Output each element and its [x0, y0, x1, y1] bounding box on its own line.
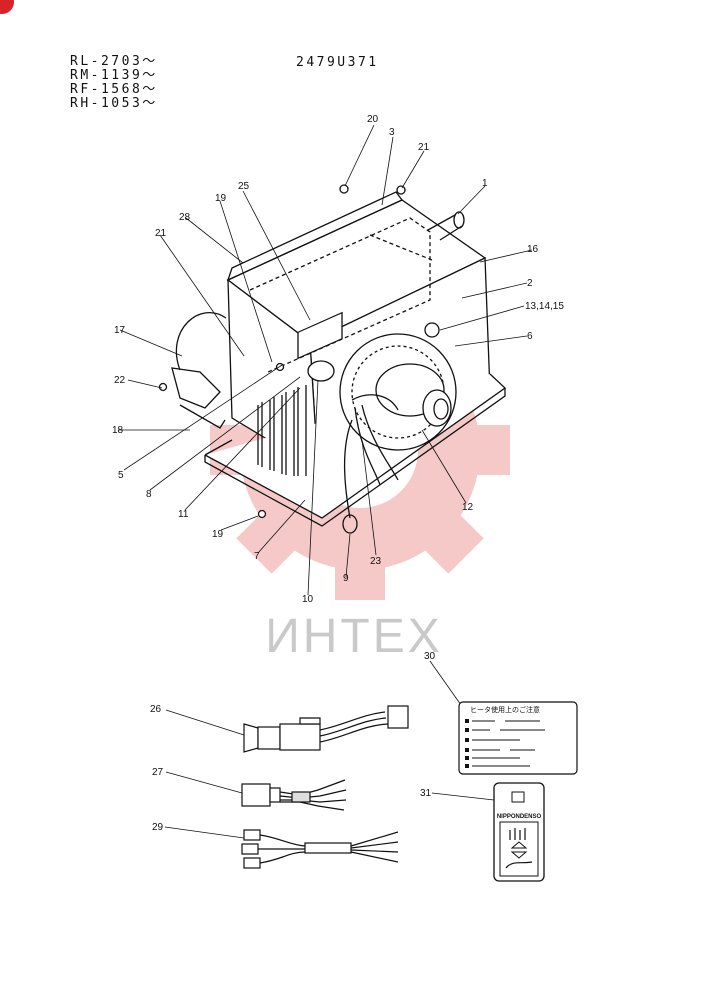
callout-17: 17 — [114, 325, 126, 336]
model-code: 2479U371 — [296, 55, 379, 70]
callout-6: 6 — [527, 331, 533, 342]
callout-18: 18 — [112, 425, 124, 436]
callout-26: 26 — [150, 704, 162, 715]
callout-28: 28 — [179, 212, 191, 223]
callout-16: 16 — [527, 244, 539, 255]
callout-3: 3 — [389, 127, 395, 138]
callout-1: 1 — [482, 178, 488, 189]
part-26-switch — [243, 705, 409, 753]
callout-30: 30 — [424, 651, 436, 662]
callout-22: 22 — [114, 375, 126, 386]
heater-unit — [158, 184, 507, 534]
callout-21-right: 21 — [418, 142, 430, 153]
callout-31: 31 — [420, 788, 432, 799]
part-27-harness — [241, 779, 347, 811]
callout-20: 20 — [367, 114, 379, 125]
serial-range-1: RL-2703〜 — [70, 54, 158, 69]
part-30-caution-label: ヒータ使用上のご注意 — [458, 701, 578, 775]
callout-25: 25 — [238, 181, 250, 192]
watermark-text: ИНТЕХ — [265, 610, 443, 663]
callout-29: 29 — [152, 822, 164, 833]
serial-range-2: RM-1139〜 — [70, 68, 158, 83]
serial-range-3: RF-1568〜 — [70, 82, 158, 97]
callout-7: 7 — [254, 551, 260, 562]
part-29-cord — [241, 829, 399, 869]
leader-lines — [118, 124, 533, 839]
callout-5: 5 — [118, 470, 124, 481]
heat-icon — [509, 828, 526, 840]
callout-19-top: 19 — [215, 193, 227, 204]
callout-21-left: 21 — [155, 228, 167, 239]
decal-brand: NIPPONDENSO — [497, 814, 542, 820]
callout-10: 10 — [302, 594, 314, 605]
callout-19-bottom: 19 — [212, 529, 224, 540]
callout-8: 8 — [146, 489, 152, 500]
caution-label-title: ヒータ使用上のご注意 — [470, 705, 540, 714]
callout-23: 23 — [370, 556, 382, 567]
callout-2: 2 — [527, 278, 533, 289]
callout-13-14-15: 13,14,15 — [525, 301, 564, 312]
callout-11: 11 — [178, 509, 189, 520]
fan-speed-arrows-icon — [510, 841, 528, 859]
callout-9: 9 — [343, 573, 349, 584]
airflow-icon — [505, 861, 533, 869]
part-31-control-decal: NIPPONDENSO — [493, 782, 545, 882]
callout-labels: 20 3 21 1 16 2 13,14,15 6 25 19 28 21 17… — [112, 114, 564, 833]
serial-range-4: RH-1053〜 — [70, 96, 158, 111]
callout-27: 27 — [152, 767, 164, 778]
callout-12: 12 — [462, 502, 474, 513]
